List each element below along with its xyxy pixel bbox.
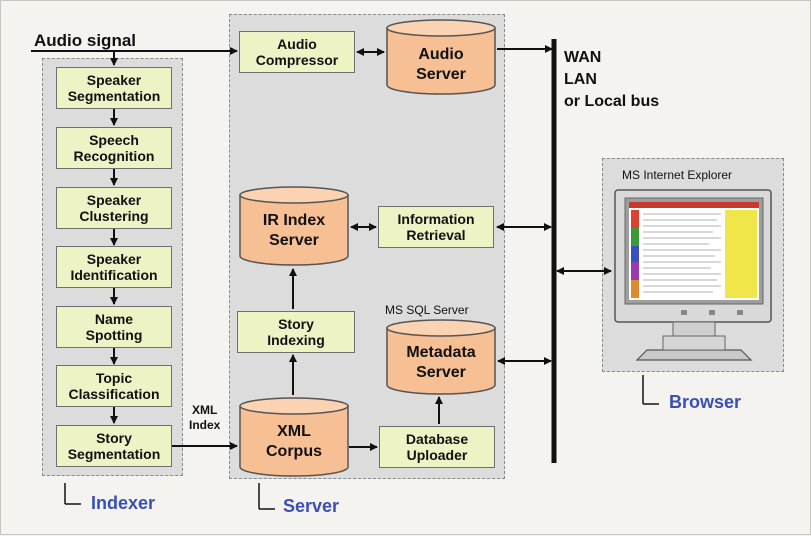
metadata-server-label: Metadata Server — [406, 344, 476, 381]
story-indexing-box: Story Indexing — [237, 311, 355, 353]
topic-classification-box: Topic Classification — [56, 365, 172, 407]
ms-sql-server-label: MS SQL Server — [385, 303, 469, 317]
audio-signal-label: Audio signal — [34, 31, 136, 50]
story-segmentation-box: Story Segmentation — [56, 425, 172, 467]
xml-corpus-cylinder: XML Corpus — [239, 397, 349, 477]
information-retrieval-box: Information Retrieval — [378, 206, 494, 248]
speaker-identification-box: Speaker Identification — [56, 246, 172, 288]
speaker-segmentation-box: Speaker Segmentation — [56, 67, 172, 109]
name-spotting-box: Name Spotting — [56, 306, 172, 348]
speaker-clustering-box: Speaker Clustering — [56, 187, 172, 229]
cylinder-shape — [386, 19, 496, 95]
monitor-icon — [614, 189, 772, 361]
ir-index-server-cylinder: IR Index Server — [239, 186, 349, 266]
indexer-caption: Indexer — [91, 493, 156, 513]
xml-index-label: XML Index — [189, 403, 221, 432]
audio-server-cylinder: Audio Server — [386, 19, 496, 95]
ms-internet-explorer-label: MS Internet Explorer — [622, 168, 733, 182]
audio-compressor-box: Audio Compressor — [239, 31, 355, 73]
metadata-server-cylinder: Metadata Server — [386, 319, 496, 395]
cylinder-shape — [239, 397, 349, 477]
cylinder-shape — [239, 186, 349, 266]
ir-index-server-label: IR Index Server — [262, 212, 326, 249]
xml-corpus-label: XML Corpus — [266, 423, 322, 460]
browser-caption: Browser — [669, 392, 742, 412]
cylinder-shape — [386, 319, 496, 395]
database-uploader-box: Database Uploader — [379, 426, 495, 468]
network-label: WAN LAN or Local bus — [564, 49, 660, 110]
server-caption: Server — [283, 496, 340, 516]
audio-server-label: Audio Server — [416, 46, 466, 83]
speech-recognition-box: Speech Recognition — [56, 127, 172, 169]
